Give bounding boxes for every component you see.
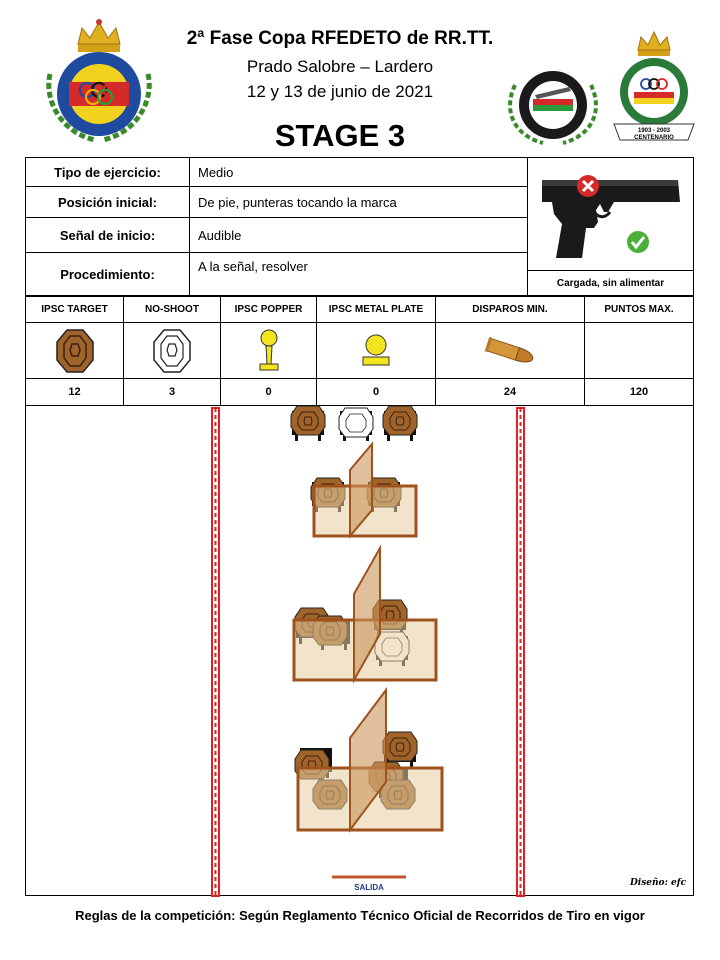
federacion-riojana-logo: 1903 - 2003 CENTENARIO <box>613 30 695 141</box>
footer-rules: Reglas de la competición: Según Reglamen… <box>75 908 645 923</box>
checkmark-icon <box>627 231 649 253</box>
header-ipsc-target: IPSC TARGET <box>26 297 123 323</box>
label-procedure: Procedimiento: <box>26 253 190 295</box>
svg-text:1903 - 2003: 1903 - 2003 <box>638 128 671 134</box>
weapon-condition-label: Cargada, sin alimentar <box>528 270 693 295</box>
pistol-icon <box>542 175 680 258</box>
col-ipsc-popper: IPSC POPPER 0 <box>221 297 317 405</box>
shooting-bay-1 <box>310 441 418 539</box>
svg-text:CENTENARIO: CENTENARIO <box>634 135 674 141</box>
col-ipsc-target: IPSC TARGET 12 <box>26 297 124 405</box>
value-procedure: A la señal, resolver <box>198 259 308 274</box>
cross-icon <box>577 175 599 197</box>
crown-icon <box>637 30 671 56</box>
row-procedure: Procedimiento: A la señal, resolver <box>26 253 527 295</box>
stage-info-table: Tipo de ejercicio: Medio Posición inicia… <box>25 157 528 296</box>
header-ipsc-popper: IPSC POPPER <box>221 297 316 323</box>
col-no-shoot: NO-SHOOT 3 <box>124 297 221 405</box>
col-ipsc-metal-plate: IPSC METAL PLATE 0 <box>317 297 436 405</box>
header-no-shoot: NO-SHOOT <box>124 297 220 323</box>
club-tiro-rioja-alta-logo <box>508 71 598 145</box>
value-ipsc-popper: 0 <box>221 378 316 405</box>
header-min-shots: DISPAROS MIN. <box>436 297 584 323</box>
fault-line-left <box>211 407 220 897</box>
bullet-icon <box>484 336 534 363</box>
row-exercise-type: Tipo de ejercicio: Medio <box>26 158 527 187</box>
value-exercise-type: Medio <box>198 164 234 180</box>
value-initial-position: De pie, punteras tocando la marca <box>198 194 397 210</box>
row-start-signal: Señal de inicio: Audible <box>26 218 527 253</box>
stage-diagram <box>25 405 694 896</box>
no-shoot-target-icon <box>153 329 191 373</box>
shooting-bay-3 <box>294 687 444 833</box>
shooting-bay-2 <box>292 544 438 684</box>
ipsc-target-icon <box>55 329 94 373</box>
fault-line-right <box>516 407 525 897</box>
value-min-shots: 24 <box>436 378 584 405</box>
value-ipsc-metal-plate: 0 <box>317 378 435 405</box>
start-label: SALIDA <box>354 883 384 892</box>
venue: Prado Salobre – Lardero <box>246 57 434 76</box>
value-start-signal: Audible <box>198 227 242 243</box>
competition-title: 2ª Fase Copa RFEDETO de RR.TT. <box>186 28 494 49</box>
metal-plate-icon <box>362 334 390 366</box>
col-min-shots: DISPAROS MIN. 24 <box>436 297 585 405</box>
value-ipsc-target: 12 <box>26 378 123 405</box>
label-initial-position: Posición inicial: <box>26 187 190 217</box>
value-no-shoot: 3 <box>124 378 220 405</box>
targets-table: IPSC TARGET 12 NO-SHOOT 3 IPSC POPPER 0 … <box>25 296 694 406</box>
header-max-points: PUNTOS MAX. <box>585 297 693 323</box>
label-exercise-type: Tipo de ejercicio: <box>26 158 190 186</box>
crown-icon <box>77 19 121 52</box>
row-initial-position: Posición inicial: De pie, punteras tocan… <box>26 187 527 218</box>
designer-signature: Diseño: efc <box>630 878 687 888</box>
target-group-top <box>290 405 418 441</box>
col-max-points: PUNTOS MAX. 120 <box>585 297 693 405</box>
value-max-points: 120 <box>585 378 693 405</box>
header-ipsc-metal-plate: IPSC METAL PLATE <box>317 297 435 323</box>
stage-title: STAGE 3 <box>274 118 406 153</box>
dates: 12 y 13 de junio de 2021 <box>246 82 434 101</box>
label-start-signal: Señal de inicio: <box>26 218 190 252</box>
popper-icon <box>259 329 278 371</box>
rfedeto-logo <box>46 19 152 143</box>
weapon-condition-box: Cargada, sin alimentar <box>527 157 694 296</box>
